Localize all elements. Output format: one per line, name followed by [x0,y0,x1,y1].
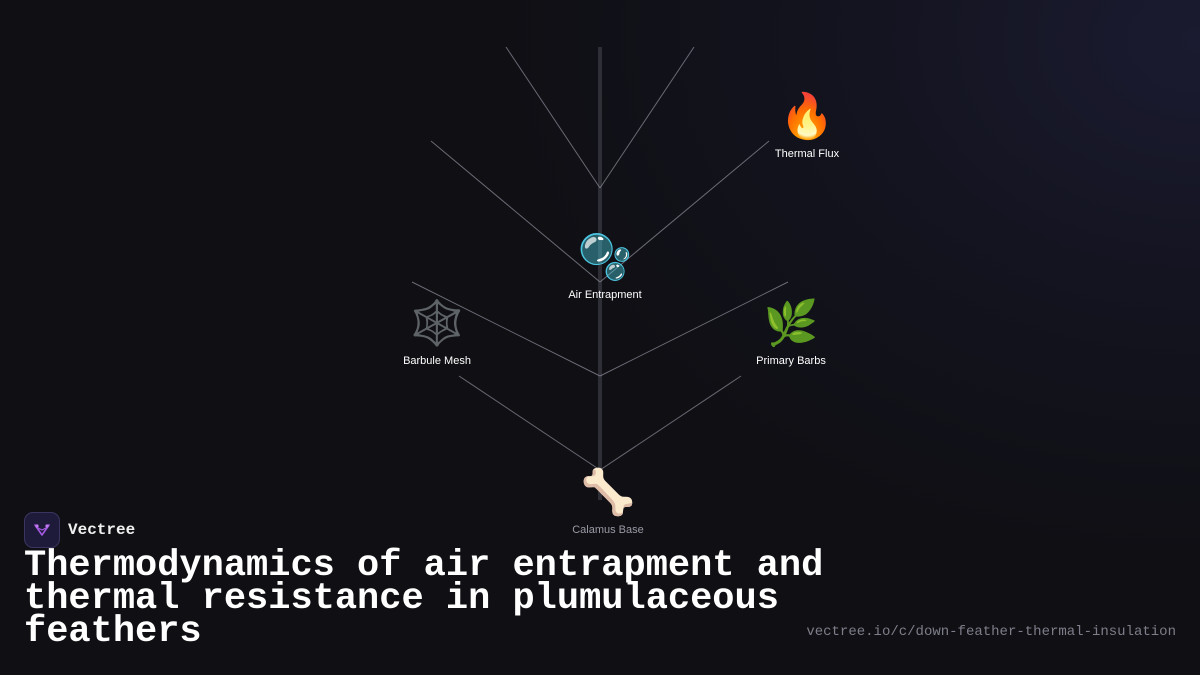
page-title: Thermodynamics of air entrapment and the… [24,545,824,653]
node-label: Thermal Flux [774,148,840,160]
brand-name: Vectree [68,521,136,539]
brand: Vectree [24,512,135,548]
bone-icon: 🦴 [580,467,636,518]
branch-line [599,140,770,283]
source-url: vectree.io/c/down-feather-thermal-insula… [806,624,1176,640]
branch-line [599,281,789,377]
herb-icon: 🌿 [763,298,819,349]
node-label: Barbule Mesh [403,355,471,367]
branch-line [505,46,601,189]
branch-line [411,281,601,377]
node-primary-barbs: 🌿 Primary Barbs [711,298,871,368]
node-calamus-base: 🦴 Calamus Base [528,467,688,537]
branch-lines [411,46,789,471]
node-label: Primary Barbs [756,355,826,367]
branch-line [599,375,742,471]
vectree-logo-icon [24,512,60,548]
node-thermal-flux: 🔥 Thermal Flux [727,91,887,161]
node-air-entrapment: 🫧 Air Entrapment [525,232,685,302]
fire-icon: 🔥 [779,91,835,142]
spiderweb-icon: 🕸️ [409,298,465,349]
node-barbule-mesh: 🕸️ Barbule Mesh [357,298,517,368]
bubbles-icon: 🫧 [577,232,633,283]
node-label: Calamus Base [572,524,644,536]
branch-line [430,140,601,283]
node-label: Air Entrapment [568,289,642,301]
branch-line [458,375,601,471]
branch-line [599,46,695,189]
